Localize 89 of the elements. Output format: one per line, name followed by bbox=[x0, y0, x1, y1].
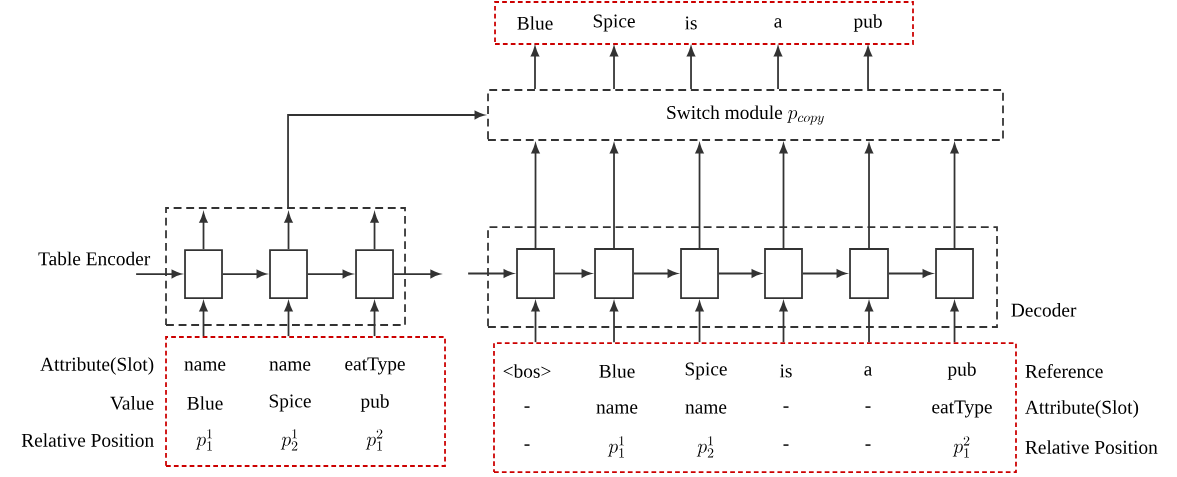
arrow bbox=[370, 212, 379, 251]
arrow bbox=[950, 301, 959, 343]
arrow bbox=[199, 301, 208, 337]
arrow bbox=[222, 269, 267, 279]
table-cell: $p_1^1$ bbox=[607, 436, 624, 458]
arrow bbox=[530, 46, 540, 90]
cell-box bbox=[355, 249, 394, 299]
arrow bbox=[802, 269, 847, 278]
table-cell: - bbox=[865, 406, 871, 408]
arrow bbox=[888, 269, 933, 278]
table-cell: - bbox=[783, 406, 789, 408]
table-cell: <bos> bbox=[503, 364, 551, 378]
cell-box bbox=[594, 248, 634, 299]
arrow bbox=[393, 269, 441, 279]
output-word: Blue bbox=[517, 16, 553, 30]
arrow bbox=[609, 301, 619, 343]
table-cell: Blue bbox=[599, 364, 635, 378]
arrow bbox=[773, 46, 783, 90]
cell-box bbox=[184, 249, 223, 299]
input-table-box bbox=[493, 342, 1017, 473]
arrow bbox=[863, 46, 873, 90]
arrow bbox=[609, 46, 619, 90]
arrow bbox=[864, 301, 874, 343]
node-label: Decoder bbox=[1011, 303, 1077, 317]
output-box bbox=[494, 1, 914, 45]
encoder-box: Table Encoder bbox=[38, 207, 406, 326]
arrow bbox=[686, 46, 696, 90]
arrow bbox=[695, 301, 704, 343]
row-header: Relative Position bbox=[1025, 440, 1158, 454]
table-cell: name bbox=[596, 404, 638, 414]
arrow bbox=[199, 212, 208, 251]
arrow bbox=[633, 269, 678, 278]
arrow bbox=[531, 301, 540, 343]
table-cell: eatType bbox=[345, 357, 405, 375]
row-header: Attribute(Slot) bbox=[1025, 400, 1139, 418]
row-header: Reference bbox=[1025, 364, 1103, 378]
cell-box bbox=[849, 248, 889, 299]
table-cell: $p_2^1$ bbox=[280, 429, 298, 451]
table-cell: Spice bbox=[269, 394, 311, 412]
table-cell: eatType bbox=[932, 400, 992, 418]
table-cell: - bbox=[865, 444, 871, 446]
table-cell: name bbox=[685, 404, 727, 414]
arrow bbox=[307, 269, 353, 279]
arrow bbox=[135, 269, 182, 279]
table-cell: is bbox=[779, 364, 792, 378]
arrow bbox=[695, 143, 704, 249]
table-cell: $p_1^1$ bbox=[195, 429, 212, 451]
cell-box bbox=[680, 248, 719, 299]
table-cell: Spice bbox=[685, 362, 727, 380]
table-cell: pub bbox=[360, 394, 389, 412]
table-cell: - bbox=[783, 444, 789, 446]
output-word: pub bbox=[853, 14, 882, 32]
table-cell: name bbox=[269, 361, 311, 371]
cell-box bbox=[516, 248, 555, 299]
table-cell: a bbox=[864, 366, 872, 376]
output-word: Spice bbox=[593, 14, 635, 32]
table-cell: $p_1^2$ bbox=[952, 436, 970, 458]
cell-box bbox=[269, 249, 308, 299]
decoder-box: Decoder bbox=[487, 226, 1077, 328]
arrow bbox=[531, 143, 540, 249]
row-header: Value bbox=[110, 396, 154, 410]
arrow bbox=[287, 110, 485, 208]
arrow bbox=[718, 269, 762, 278]
row-header: Relative Position bbox=[21, 433, 154, 447]
arrow bbox=[779, 301, 788, 343]
cell-box bbox=[764, 248, 803, 299]
table-cell: $p_2^1$ bbox=[696, 436, 714, 458]
switch-module-box: Switch module $p_{copy}$ bbox=[487, 89, 1004, 141]
node-label: Table Encoder bbox=[38, 251, 151, 266]
table-cell: name bbox=[184, 361, 226, 371]
table-cell: $p_1^2$ bbox=[365, 429, 383, 451]
input-table-box bbox=[165, 336, 446, 467]
output-word: a bbox=[774, 18, 783, 28]
arrow bbox=[864, 143, 874, 249]
arrow bbox=[370, 301, 379, 337]
arrow bbox=[284, 212, 293, 251]
row-header: Attribute(Slot) bbox=[40, 357, 154, 375]
table-cell: - bbox=[524, 406, 530, 408]
arrow bbox=[950, 143, 959, 249]
arrow bbox=[554, 269, 592, 278]
table-cell: Blue bbox=[187, 396, 223, 410]
cell-box bbox=[935, 248, 974, 299]
table-cell: pub bbox=[947, 362, 976, 380]
table-cell: - bbox=[524, 444, 530, 446]
arrow bbox=[284, 301, 293, 337]
arrow bbox=[467, 269, 514, 278]
output-word: is bbox=[684, 16, 697, 30]
arrow bbox=[609, 143, 619, 249]
arrow bbox=[779, 143, 788, 249]
